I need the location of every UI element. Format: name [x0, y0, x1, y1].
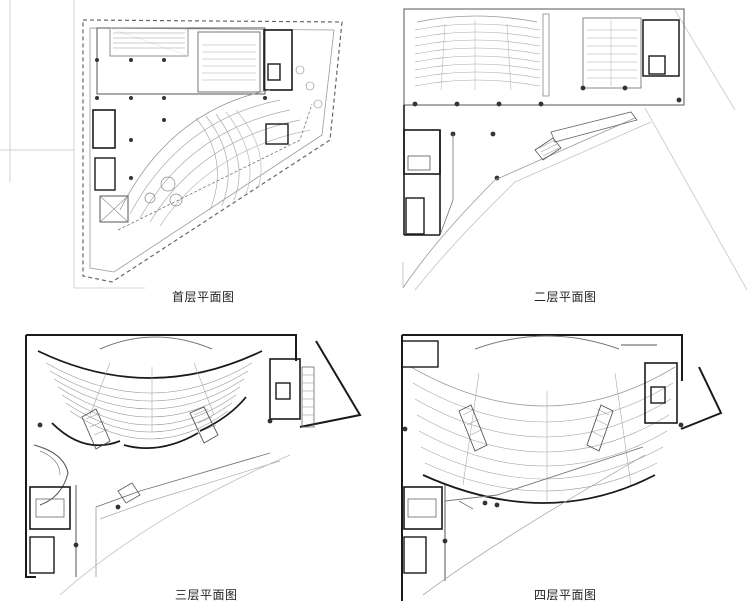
floor-plan-2-panel: 二层平面图: [375, 0, 750, 305]
floor-plan-2-caption: 二层平面图: [534, 290, 597, 304]
floor-plan-1-panel: 首层平面图: [0, 0, 375, 305]
floor-plan-1-drawing: [0, 0, 343, 289]
floor-plan-2-drawing: [402, 8, 748, 291]
floor-plan-4-caption: 四层平面图: [534, 588, 597, 602]
floor-plan-1-caption: 首层平面图: [172, 290, 235, 304]
floor-plan-3-drawing: [25, 334, 362, 596]
floor-plan-4-panel: 四层平面图: [375, 305, 750, 609]
floor-plan-4-drawing: [401, 334, 723, 601]
floor-plan-3-caption: 三层平面图: [175, 588, 238, 602]
floor-plan-3-panel: 三层平面图: [0, 305, 375, 609]
